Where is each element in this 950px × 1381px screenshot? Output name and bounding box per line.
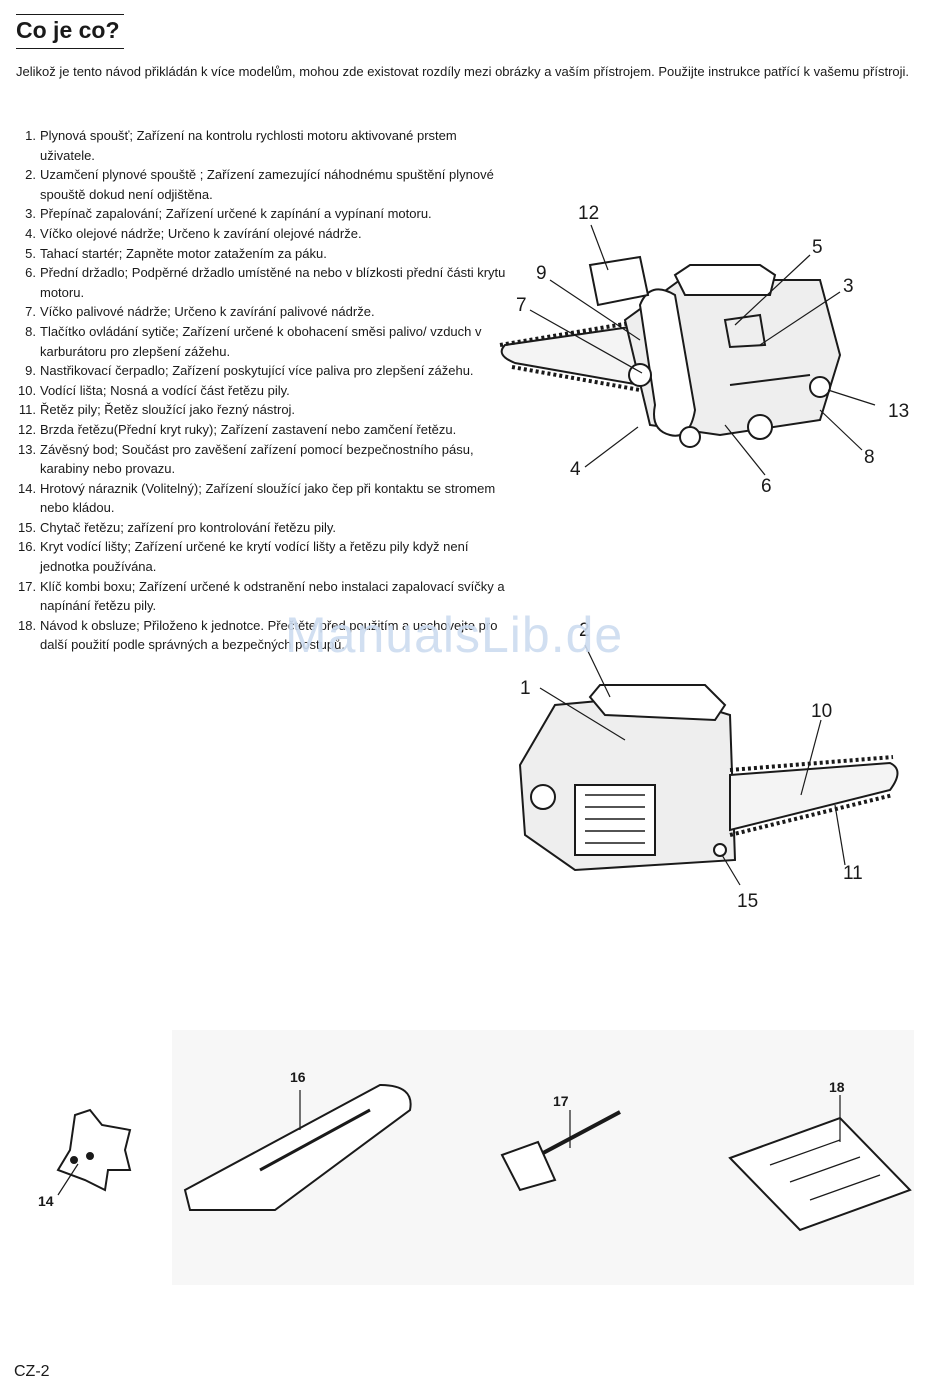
item-text: Tlačítko ovládání sytiče; Zařízení určen… [40, 323, 482, 359]
list-item: 1. Plynová spoušť; Zařízení na kontrolu r… [18, 126, 508, 165]
chainsaw-figure-side: 2 1 10 11 15 [518, 620, 899, 912]
watermark: ManualsLib.de [285, 607, 624, 663]
callout-label: 9 [536, 263, 547, 284]
list-item: 3.Přepínač zapalování; Zařízení určené k… [18, 204, 508, 224]
callout-label: 13 [888, 401, 909, 422]
list-item: 17.Klíč kombi boxu; Zařízení určené k od… [18, 577, 508, 616]
callout-label: 11 [843, 863, 863, 884]
callout-label: 5 [812, 237, 823, 258]
item-number: 11. [18, 402, 36, 418]
callout-label: 1 [520, 678, 531, 699]
callout-label: 16 [290, 1069, 306, 1085]
list-item: 9.Nastřikovací čerpadlo; Zařízení poskyt… [18, 361, 508, 381]
page-title: Co je co? [16, 14, 124, 49]
combi-box-wrench-illustration [500, 1110, 621, 1192]
callout-leaders-side [539, 644, 846, 886]
list-item: 10.Vodící lišta; Nosná a vodící část řet… [18, 381, 508, 401]
callout-label: 17 [553, 1093, 569, 1109]
item-number: 16. [18, 539, 37, 555]
item-number: 3. [25, 206, 36, 222]
item-text: Víčko olejové nádrže; Určeno k zavírání … [40, 225, 362, 241]
item-text: Přední držadlo; Podpěrné držadlo umístěn… [40, 265, 506, 300]
item-text: Hrotový náraznik (Volitelný); Zařízení s… [40, 480, 496, 516]
list-item: 14.Hrotový náraznik (Volitelný); Zařízen… [18, 479, 508, 518]
item-text: Návod k obsluze; Přiloženo k jednotce. P… [40, 617, 498, 653]
item-text: Klíč kombi boxu; Zařízení určené k odstr… [40, 578, 505, 614]
callout-label: 12 [578, 203, 599, 224]
item-text: Nastřikovací čerpadlo; Zařízení poskytuj… [40, 363, 474, 379]
list-item: 8.Tlačítko ovládání sytiče; Zařízení urč… [18, 322, 508, 361]
callout-labels-accessories: 16 17 18 14 [38, 1069, 845, 1209]
item-number: 6. [25, 265, 36, 281]
spike-bumper-illustration [56, 1108, 132, 1196]
item-number: 7. [25, 304, 36, 320]
item-number: 4. [25, 225, 36, 241]
item-number: 12. [18, 421, 37, 437]
callout-label: 10 [811, 701, 832, 722]
item-text: Brzda řetězu(Přední kryt ruky); Zařízení… [40, 421, 457, 437]
item-number: 2. [25, 167, 36, 183]
chainsaw-illustration-side [518, 684, 899, 872]
item-number: 18. [18, 617, 37, 633]
callout-label: 3 [843, 276, 854, 297]
callout-label: 7 [516, 295, 527, 316]
callout-label: 8 [864, 447, 875, 468]
list-item: 5.Tahací startér; Zapněte motor zatažení… [18, 244, 508, 264]
item-text: Uzamčení plynové spouště ; Zařízení zame… [40, 167, 494, 202]
list-item: 18.Návod k obsluze; Přiloženo k jednotce… [18, 616, 508, 655]
list-item: 13.Závěsný bod; Součást pro zavěšení zař… [18, 440, 508, 479]
item-text: Řetěz pily; Řetěz sloužící jako řezný ná… [40, 402, 296, 418]
manual-illustration [728, 1095, 912, 1232]
item-text: Víčko palivové nádrže; Určeno k zavírání… [40, 304, 375, 320]
callout-labels-top: 12 5 9 3 7 13 8 4 6 [516, 203, 909, 497]
list-item: 16.Kryt vodící lišty; Zařízení určené ke… [18, 537, 508, 576]
chainsaw-illustration-top [499, 255, 842, 448]
callout-leaders-top [529, 224, 876, 476]
bar-cover-illustration [183, 1083, 412, 1211]
item-number: 9. [25, 363, 36, 379]
list-item: 4.Víčko olejové nádrže; Určeno k zavírán… [18, 224, 508, 244]
intro-paragraph: Jelikož je tento návod přikládán k více … [16, 64, 910, 79]
callout-label: 6 [761, 476, 772, 497]
item-number: 13. [18, 441, 37, 457]
list-item: 12.Brzda řetězu(Přední kryt ruky); Zaříz… [18, 420, 508, 440]
item-text: Plynová spoušť; Zařízení na kontrolu ryc… [40, 128, 457, 163]
parts-list: 1. Plynová spoušť; Zařízení na kontrolu r… [18, 126, 508, 655]
callout-label: 15 [737, 891, 758, 912]
list-item: 2.Uzamčení plynové spouště ; Zařízení za… [18, 165, 508, 204]
item-text: Závěsný bod; Součást pro zavěšení zaříze… [40, 441, 474, 477]
callout-label: 18 [829, 1079, 845, 1095]
list-item: 11.Řetěz pily; Řetěz sloužící jako řezný… [18, 400, 508, 420]
item-text: Chytač řetězu; zařízení pro kontrolování… [40, 519, 337, 535]
list-item: 6.Přední držadlo; Podpěrné držadlo umíst… [18, 263, 508, 302]
list-item: 7.Víčko palivové nádrže; Určeno k zavírá… [18, 302, 508, 322]
item-text: Kryt vodící lišty; Zařízení určené ke kr… [40, 539, 469, 575]
callout-labels-side: 2 1 10 11 15 [520, 620, 863, 912]
item-number: 8. [25, 323, 36, 339]
page-number: CZ-2 [14, 1363, 50, 1380]
item-number: 15. [18, 519, 37, 535]
item-number: 5. [25, 245, 36, 261]
item-number: 10. [18, 382, 37, 398]
callout-label: 14 [38, 1193, 54, 1209]
list-item: 15.Chytač řetězu; zařízení pro kontrolov… [18, 518, 508, 538]
item-text: Vodící lišta; Nosná a vodící část řetězu… [40, 382, 290, 398]
item-number: 17. [18, 578, 37, 594]
item-text: Tahací startér; Zapněte motor zatažením … [40, 245, 327, 261]
chainsaw-figure-top: 12 5 9 3 7 13 8 4 6 [499, 203, 909, 497]
callout-label: 2 [579, 620, 590, 641]
accessories-figure: 16 17 18 14 [38, 1030, 914, 1285]
item-text: Přepínač zapalování; Zařízení určené k z… [40, 206, 432, 222]
callout-label: 4 [570, 459, 581, 480]
item-number: 1. [25, 128, 36, 143]
item-number: 14. [18, 480, 37, 496]
